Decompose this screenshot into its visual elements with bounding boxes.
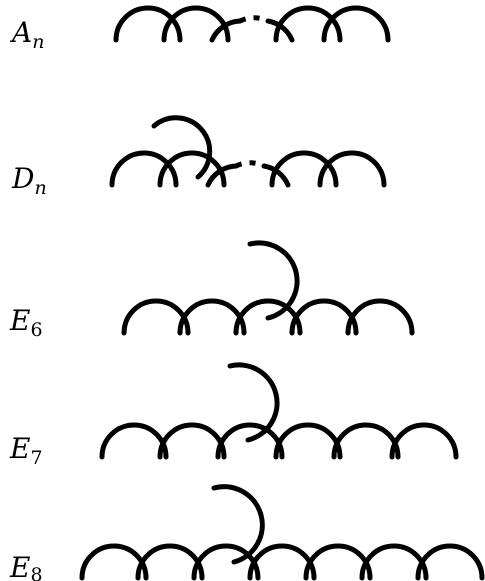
branch-arc [227,362,280,443]
arc-1 [99,422,169,460]
arc-6 [321,5,391,43]
arc-5 [331,422,401,460]
label-e-6: E6 [9,304,43,341]
arc-6 [389,422,459,460]
dashed-arc [238,15,270,24]
label-d-n-sub: n [34,177,46,199]
arc-5 [269,150,339,188]
diagram-e-6: E6 [9,240,415,341]
arc-1 [109,150,179,188]
arc-5 [345,298,415,336]
label-e-6-sub: 6 [30,319,42,341]
arc-3 [205,163,239,188]
label-e-6-main: E [9,304,30,337]
arc-4 [273,422,343,460]
label-a-n: An [9,16,44,53]
branch-arc [211,484,265,565]
arc-3 [209,18,243,43]
arc-4 [261,163,291,188]
label-d-n-main: D [11,162,34,195]
diagram-d-n: Dn [11,115,387,199]
label-e-7-sub: 7 [30,447,42,469]
arc-4 [265,18,295,43]
label-e-7-main: E [9,432,30,465]
arc-1 [113,5,183,43]
arc-7 [415,543,485,581]
branch-arc [151,115,213,180]
arc-5 [273,5,343,43]
label-e-8: E8 [9,551,43,581]
arc-2 [157,422,227,460]
diagram-a-n: An [9,5,391,53]
label-e-8-main: E [9,551,30,581]
arc-6 [317,150,387,188]
label-a-n-sub: n [32,31,44,53]
label-e-8-sub: 8 [30,564,42,581]
label-d-n: Dn [11,162,47,199]
dashed-arc [234,160,266,169]
label-a-n-main: A [9,16,32,49]
diagram-e-7: E7 [9,362,459,469]
branch-arc [247,240,300,321]
label-e-7: E7 [9,432,43,469]
diagram-e-8: E8 [9,484,485,581]
